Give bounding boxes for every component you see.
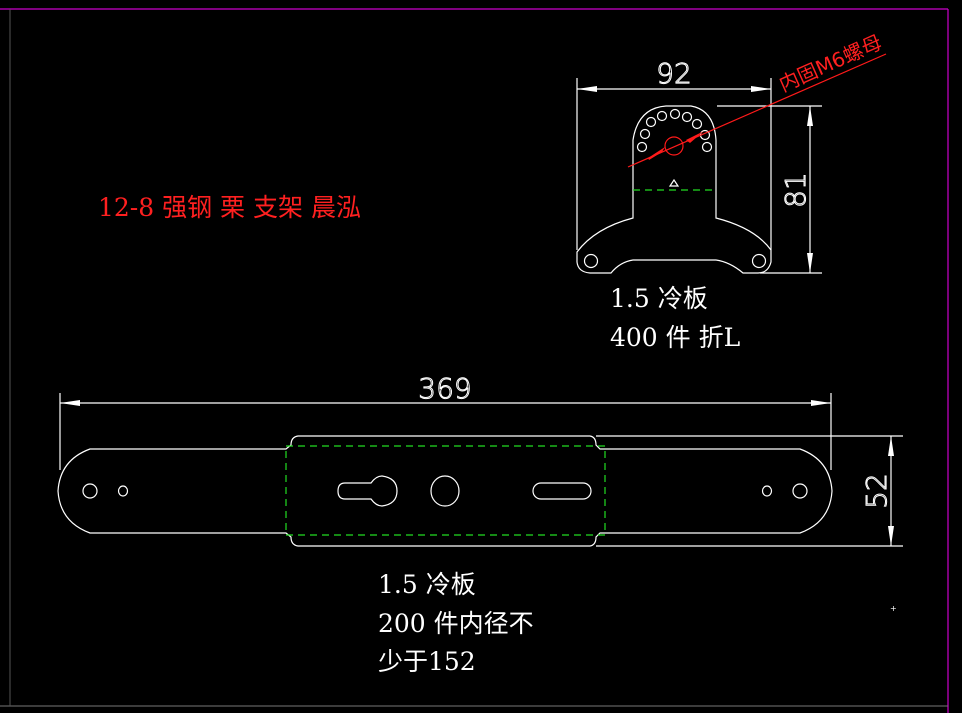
bend-area <box>285 445 606 536</box>
long-note-qty: 200 件内径不 <box>378 609 534 638</box>
drawing-title: 12-8 强钢 栗 支架 晨泓 <box>98 193 361 222</box>
cursor-mark: + <box>890 604 897 613</box>
dim-width-92: 92 <box>656 57 692 90</box>
dim-length-369: 369 <box>418 372 471 405</box>
keyhole-slot <box>337 475 398 507</box>
long-bracket: 369 52 <box>57 372 903 547</box>
long-note-material: 1.5 冷板 <box>378 570 476 599</box>
dim-height-81: 81 <box>779 172 812 208</box>
dim-width-52: 52 <box>860 473 893 509</box>
bend-mark-icon <box>668 178 680 187</box>
small-note-qty: 400 件 折L <box>610 323 740 352</box>
m6-nut-note: 内固M6螺母 <box>775 30 885 97</box>
small-note-material: 1.5 冷板 <box>610 284 708 313</box>
small-bracket: 92 81 内固M6螺母 <box>576 30 887 274</box>
m6-nut-hole <box>664 136 684 156</box>
oblong-slot <box>532 482 592 500</box>
long-note-diameter: 少于152 <box>378 647 476 676</box>
